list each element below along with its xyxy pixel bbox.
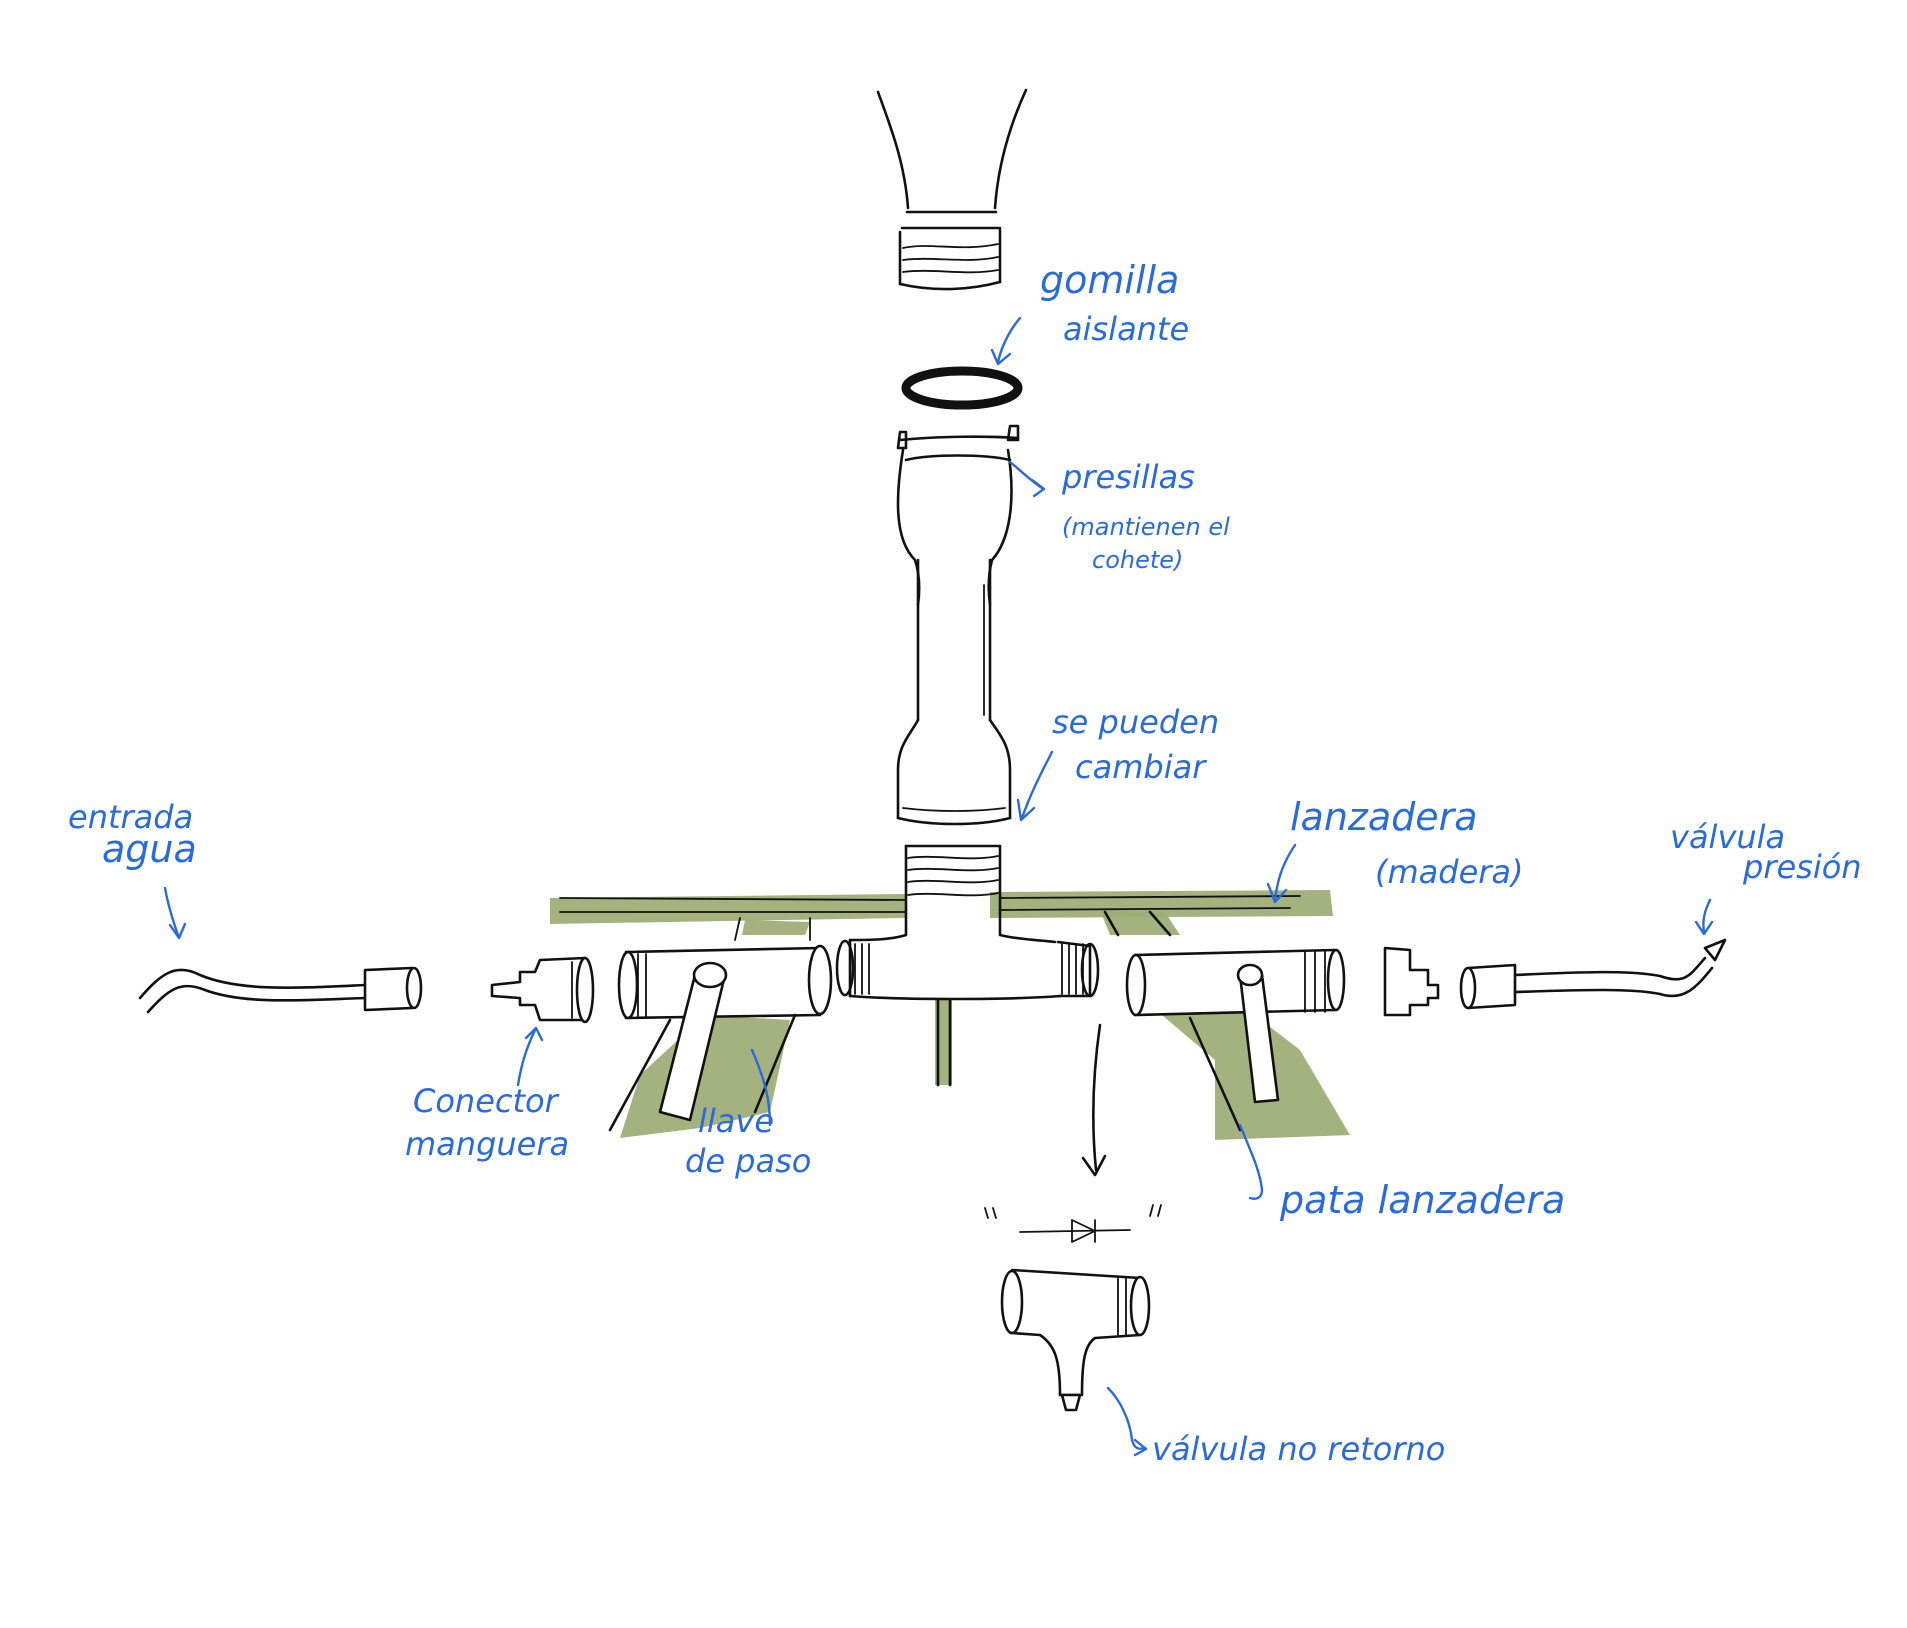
right-pipe	[1103, 910, 1346, 1132]
pressure-valve	[1383, 938, 1727, 1017]
arrow-lanzadera	[1273, 843, 1297, 902]
hose-connector	[490, 956, 595, 1024]
label-pata-lanzadera: pata lanzadera	[1279, 1178, 1565, 1222]
check-valve-tee	[1000, 1268, 1151, 1412]
label-presillas: presillas	[1061, 458, 1195, 496]
label-entrada: entrada	[68, 798, 193, 836]
label-llave: llave	[698, 1102, 774, 1140]
arrow-valvula-presion	[1702, 898, 1712, 934]
label-manguera: manguera	[405, 1125, 569, 1163]
arrow-entrada-agua	[163, 886, 180, 937]
pata-left-top-shade	[742, 920, 810, 935]
arrow-pata	[1238, 1123, 1264, 1200]
label-cambiar: cambiar	[1075, 748, 1207, 786]
label-gomilla: gomilla	[1040, 258, 1179, 302]
label-cohete: cohete)	[1092, 546, 1183, 574]
arrow-gomilla	[996, 316, 1022, 364]
label-conector: Conector	[413, 1082, 560, 1120]
pata-right-top-shade	[1100, 910, 1180, 935]
label-de-paso: de paso	[685, 1142, 811, 1180]
label-lanzadera: lanzadera	[1290, 795, 1478, 839]
launch-tube	[896, 424, 1020, 826]
arrow-conector	[516, 1028, 537, 1087]
o-ring	[901, 366, 1023, 410]
label-mantienen: (mantienen el	[1062, 513, 1230, 541]
lanzadera-board-left	[550, 894, 905, 924]
label-valvula-no-retorno: válvula no retorno	[1152, 1430, 1445, 1468]
label-presion: presión	[1742, 848, 1862, 886]
bottle-neck	[876, 88, 1028, 291]
label-se-pueden: se pueden	[1052, 703, 1219, 741]
label-aislante: aislante	[1063, 310, 1189, 348]
annotation-labels: gomilla aislante presillas (mantienen el…	[68, 258, 1862, 1468]
label-agua: agua	[102, 827, 197, 871]
arrow-no-retorno	[1106, 1386, 1147, 1450]
annotation-arrows	[163, 316, 1714, 1457]
water-inlet-hose	[138, 966, 423, 1014]
label-madera: (madera)	[1375, 853, 1524, 891]
central-tee	[835, 844, 1100, 1087]
arrow-se-pueden	[1020, 750, 1054, 820]
check-valve-symbol	[984, 1023, 1162, 1243]
arrow-llave-paso	[750, 1048, 772, 1127]
left-valve-pipe	[608, 917, 833, 1132]
label-valvula: válvula	[1670, 818, 1785, 856]
lanzadera-board-lines	[559, 895, 1301, 913]
